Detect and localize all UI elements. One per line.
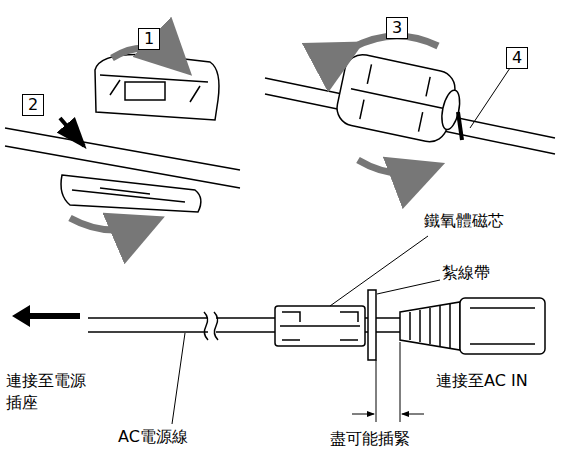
part-name: AC電源線 — [118, 426, 188, 448]
rotate-arrow — [70, 218, 152, 230]
push-arrow — [60, 118, 84, 146]
dimension-note: 盡可能插緊 — [330, 428, 410, 450]
callout-box: 2 — [22, 94, 44, 116]
callout-number: 2 — [28, 97, 38, 113]
leader-line — [470, 68, 510, 128]
callout-number: 1 — [144, 31, 154, 47]
callout-box: 3 — [386, 17, 408, 39]
open-core — [5, 55, 240, 212]
connection-note: 連接至電源 插座 — [6, 370, 92, 413]
callout-number: 3 — [392, 20, 402, 36]
leader-lines — [172, 236, 440, 424]
part-name: 紮線帶 — [442, 262, 490, 284]
callout-box: 4 — [506, 47, 528, 69]
direction-arrow — [12, 305, 80, 327]
connection-note: 連接至AC IN — [436, 370, 528, 392]
callout-number: 4 — [512, 50, 522, 66]
rotate-arrow — [358, 160, 432, 173]
callout-box: 1 — [138, 28, 160, 50]
rotate-arrow — [112, 48, 182, 66]
part-name: 鐵氧體磁芯 — [424, 210, 504, 232]
ac-cord — [88, 290, 545, 360]
